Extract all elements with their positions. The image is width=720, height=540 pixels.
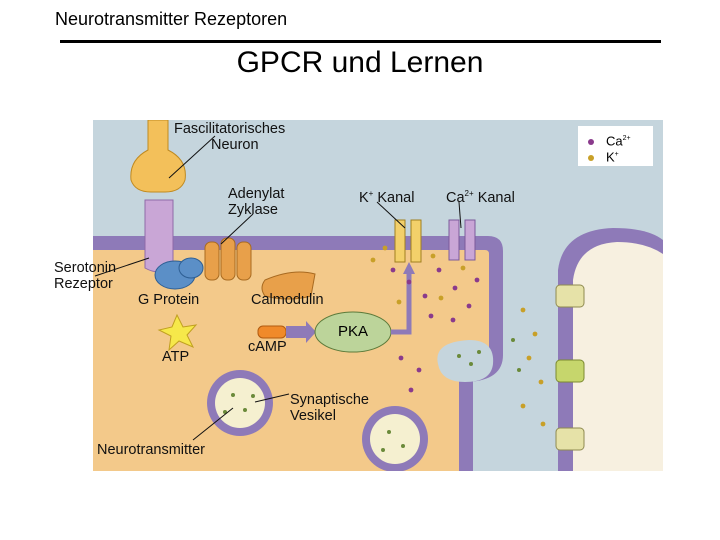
legend-potassium-label: K [606,149,615,165]
camp-molecule [257,325,287,339]
leader-lines [94,135,462,441]
label-atp: ATP [162,349,190,365]
label-k-channel-suffix: Kanal [373,189,415,206]
neurotransmitter-dots [223,338,521,452]
legend-calcium-sup: 2+ [622,135,631,142]
calcium-dot-icon [588,138,594,145]
label-facilitating-neuron: Fascilitatorisches Neuron [174,121,285,153]
adenylate-cyclase [204,237,252,281]
facilitating-neuron [130,120,186,193]
label-adenylate-cyclase: Adenylat Zyklase [228,186,284,218]
label-serotonin-receptor: Serotonin Rezeptor [54,260,116,292]
release-pocket [437,340,494,382]
label-pka: PKA [338,323,369,340]
label-k-channel-prefix: K [359,189,369,206]
slide-title: GPCR und Lernen [236,46,484,79]
label-adenylate-cyclase-line1: Adenylat [228,186,285,202]
label-g-protein: G Protein [138,292,200,308]
potassium-dot-icon [588,154,594,161]
legend-calcium-label: Ca [606,133,623,149]
label-synaptic-vesicle-line1: Synaptische [290,392,369,408]
postsynaptic-receptors [555,284,585,451]
pka-to-channel-arrow [391,270,412,335]
label-ca-channel: Ca2+ Kanal [446,186,515,206]
label-serotonin-receptor-line2: Rezeptor [54,276,113,292]
label-ca-channel-sup: 2+ [464,189,474,198]
label-camp: cAMP [248,339,287,355]
calmodulin [261,271,316,300]
legend-item-calcium: Ca2+ [588,132,631,148]
label-k-channel-sup: + [368,189,374,198]
legend-item-potassium: K+ [588,148,619,164]
label-synaptic-vesicle-line2: Vesikel [290,408,336,424]
gpcr-learning-diagram [93,120,663,471]
label-k-channel: K+ Kanal [359,186,414,206]
label-ca-channel-prefix: Ca [446,189,465,206]
ca-channel [448,219,476,261]
header-divider [60,40,661,43]
ion-legend: Ca2+ K+ [578,126,653,166]
legend-potassium-sup: + [614,151,619,158]
label-serotonin-receptor-line1: Serotonin [54,260,117,276]
label-adenylate-cyclase-line2: Zyklase [228,202,278,218]
label-synaptic-vesicle: Synaptische Vesikel [290,392,369,424]
label-facilitating-neuron-line1: Fascilitatorisches [174,121,286,137]
camp-to-pka-arrow [286,321,316,343]
ion-dots [390,267,480,393]
label-calmodulin: Calmodulin [251,292,324,308]
label-neurotransmitter: Neurotransmitter [97,442,205,458]
label-facilitating-neuron-line2: Neuron [211,137,259,153]
k-channel [394,219,422,263]
atp-star [157,313,198,352]
label-ca-channel-suffix: Kanal [473,189,515,206]
postsynaptic-cytoplasm [573,242,663,471]
header-title: Neurotransmitter Rezeptoren [55,9,288,29]
k-dots [370,245,546,427]
